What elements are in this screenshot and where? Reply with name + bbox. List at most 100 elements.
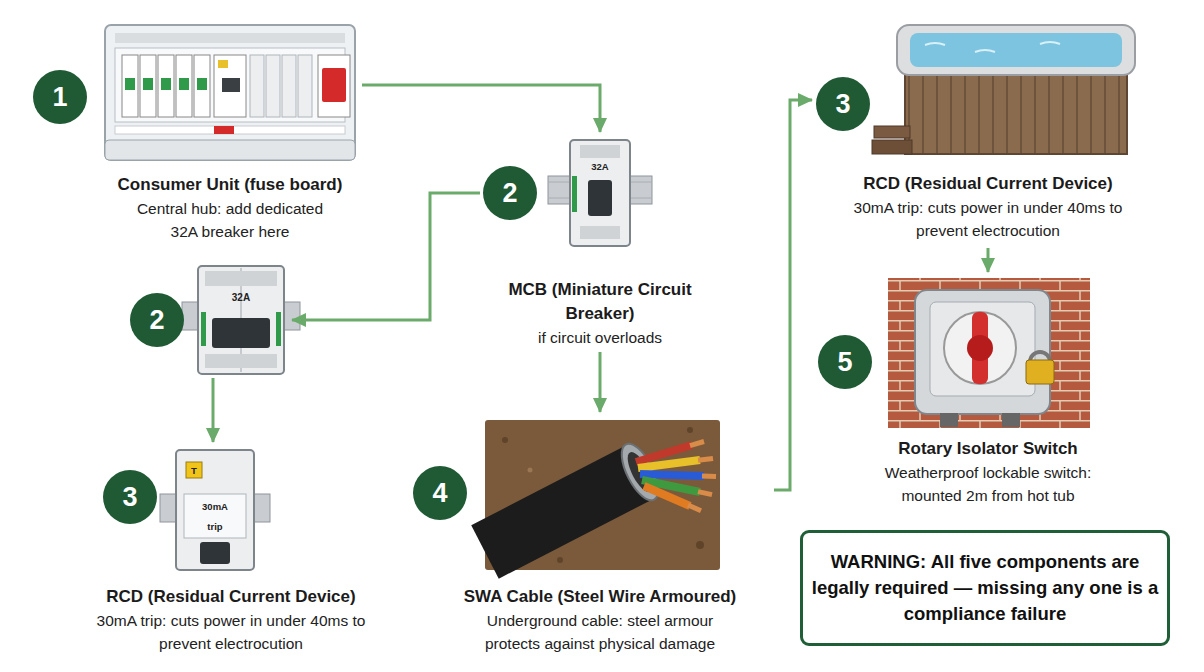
swa-cable-illustration <box>638 460 700 468</box>
swa-cable-illustration <box>485 472 640 552</box>
callout-number: 1 <box>33 70 87 124</box>
component-box: SWA Cable (Steel Wire Armoured)Undergrou… <box>412 412 774 660</box>
consumer-unit-illustration <box>194 55 210 117</box>
swa-cable-illustration <box>502 437 508 443</box>
text-group: Consumer Unit (fuse board)Central hub: a… <box>85 173 375 243</box>
hot-tub-illustration <box>874 126 910 138</box>
consumer-unit-illustration <box>214 126 234 134</box>
consumer-unit-illustration <box>266 55 280 117</box>
component-title: Consumer Unit (fuse board) <box>85 173 375 197</box>
consumer-unit-illustration <box>222 78 240 92</box>
callout-number: 3 <box>103 470 157 524</box>
callout-number: 2 <box>130 293 184 347</box>
mcb-illustration <box>570 140 630 246</box>
consumer-unit-illustration <box>105 25 355 160</box>
isolator-illustration <box>1026 360 1054 384</box>
consumer-unit-illustration <box>125 78 135 90</box>
consumer-unit-illustration <box>143 78 153 90</box>
rcd-illustration <box>160 450 270 570</box>
swa-cable-illustration <box>696 541 704 549</box>
text-group: MCB (Miniature Circuit Breaker)if circui… <box>483 278 718 349</box>
mcb-double-illustration <box>276 312 281 346</box>
callout-number: 3 <box>816 77 870 131</box>
isolator-illustration <box>940 413 958 427</box>
callout-number: 2 <box>483 166 537 220</box>
swa-cable-illustration <box>698 492 712 495</box>
rcd-illustration <box>186 462 202 478</box>
isolator-illustration <box>967 335 993 361</box>
component-title: SWA Cable (Steel Wire Armoured) <box>420 585 780 609</box>
callout-number: 5 <box>818 335 872 389</box>
consumer-unit-illustration <box>115 33 345 43</box>
mcb-illustration <box>548 140 652 246</box>
consumer-unit-illustration <box>122 55 138 117</box>
swa-cable-illustration <box>698 459 713 461</box>
component-description: 30mA trip: cuts power in under 40ms to p… <box>96 609 366 655</box>
consumer-unit-illustration <box>161 78 171 90</box>
hot-tub-illustration <box>872 25 1135 154</box>
text-group: WARNING: All five components are legally… <box>803 533 1167 643</box>
consumer-unit-illustration <box>115 126 345 134</box>
consumer-unit-illustration <box>176 55 192 117</box>
mcb-double-illustration <box>182 266 300 374</box>
warning-box: WARNING: All five components are legally… <box>800 530 1170 646</box>
consumer-unit-illustration <box>214 55 246 117</box>
rcd-illustration <box>200 542 230 564</box>
swa-cable-illustration <box>640 474 704 476</box>
mcb-illustration <box>588 180 612 216</box>
swa-cable-illustration <box>690 442 704 446</box>
component-title: RCD (Residual Current Device) <box>823 172 1153 196</box>
consumer-unit-illustration <box>105 140 355 160</box>
text-group: 32A <box>211 292 271 304</box>
swa-cable-illustration <box>485 420 720 570</box>
flow-arrow <box>212 378 215 442</box>
consumer-unit-illustration <box>298 55 312 117</box>
consumer-unit-illustration <box>140 55 156 117</box>
isolator-illustration <box>888 278 1090 428</box>
isolator-illustration <box>915 290 1050 414</box>
hot-tub-illustration <box>925 42 1060 52</box>
isolator-illustration <box>1002 413 1020 427</box>
component-description: Underground cable: steel armour protects… <box>458 609 743 655</box>
consumer-unit-illustration <box>250 55 264 117</box>
component-title: Rotary Isolator Switch <box>823 437 1153 461</box>
rcd-illustration <box>176 450 254 570</box>
isolator-illustration <box>944 312 1016 384</box>
component-box: Rotary Isolator SwitchWeatherproof locka… <box>812 272 1152 504</box>
device-marking: T <box>191 465 197 476</box>
device-marking: 32A <box>591 161 608 172</box>
text-group: Rotary Isolator SwitchWeatherproof locka… <box>823 437 1153 507</box>
swa-cable-illustration <box>557 557 563 563</box>
component-description: Central hub: add dedicated 32A breaker h… <box>123 197 338 243</box>
callout-number: 4 <box>413 466 467 520</box>
flow-arrow <box>987 248 990 272</box>
consumer-unit-illustration <box>158 55 174 117</box>
device-marking: trip <box>207 521 222 532</box>
hot-tub-illustration <box>910 33 1122 67</box>
consumer-unit-illustration <box>322 68 346 102</box>
mcb-illustration <box>580 145 620 158</box>
mcb-double-illustration <box>212 318 270 348</box>
component-description: if circuit overloads <box>490 326 710 349</box>
isolator-illustration <box>888 278 1090 428</box>
mcb-illustration <box>572 176 577 212</box>
consumer-unit-illustration <box>179 78 189 90</box>
rcd-illustration <box>184 494 246 538</box>
mcb-double-illustration <box>201 312 206 346</box>
component-box: Consumer Unit (fuse board)Central hub: a… <box>30 22 362 244</box>
mcb-illustration <box>580 226 620 239</box>
hot-tub-illustration <box>897 25 1135 75</box>
isolator-illustration <box>930 302 1035 396</box>
hot-tub-illustration <box>872 140 912 154</box>
swa-cable-illustration <box>688 505 701 511</box>
consumer-unit-illustration <box>218 60 228 68</box>
mcb-double-illustration <box>205 271 277 286</box>
component-title: RCD (Residual Current Device) <box>86 585 376 609</box>
text-group: RCD (Residual Current Device)30mA trip: … <box>823 172 1153 242</box>
consumer-unit-illustration <box>282 55 296 117</box>
hot-tub-illustration <box>905 68 1127 154</box>
consumer-unit-illustration <box>197 78 207 90</box>
warning-text: WARNING: All five components are legally… <box>809 549 1161 627</box>
component-title: MCB (Miniature Circuit Breaker) <box>483 278 718 326</box>
